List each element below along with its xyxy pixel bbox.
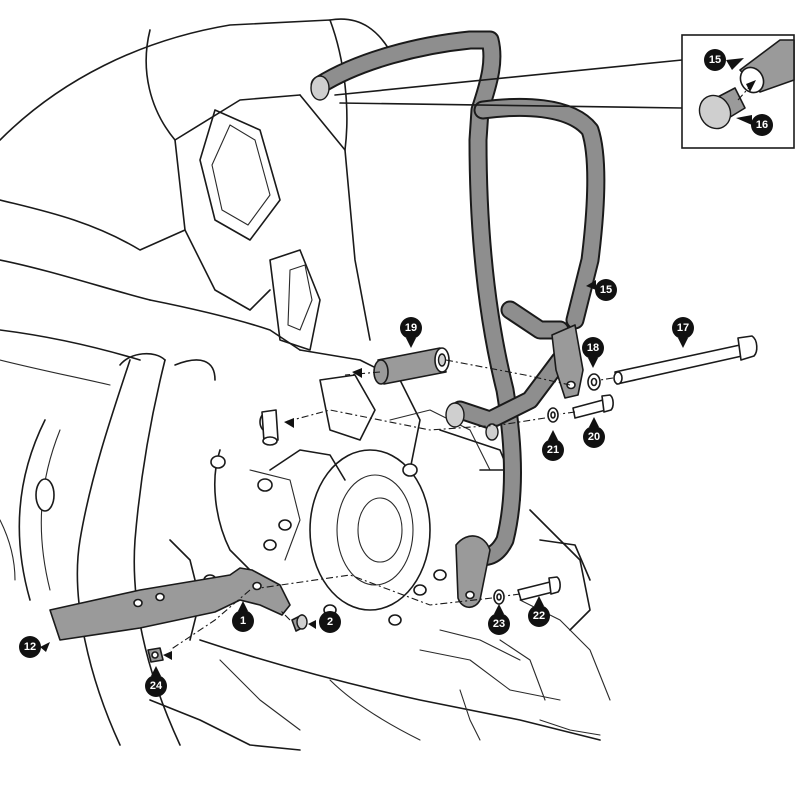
svg-text:1: 1 bbox=[240, 615, 246, 627]
svg-text:16: 16 bbox=[756, 119, 768, 131]
washer-part-21 bbox=[547, 407, 559, 423]
bolt-part-22 bbox=[517, 576, 561, 601]
callout-17: 17 bbox=[672, 317, 694, 348]
callout-19: 19 bbox=[400, 317, 422, 348]
callout-16-inset: 16 bbox=[736, 114, 773, 136]
svg-text:2: 2 bbox=[327, 616, 333, 628]
svg-text:20: 20 bbox=[588, 431, 600, 443]
bolt-part-2 bbox=[291, 614, 308, 632]
callout-15-inset: 15 bbox=[704, 49, 744, 71]
callout-24: 24 bbox=[145, 666, 167, 697]
spacer-part-19 bbox=[373, 347, 450, 385]
svg-text:12: 12 bbox=[24, 641, 36, 653]
svg-text:18: 18 bbox=[587, 342, 599, 354]
bolt-part-20 bbox=[572, 394, 614, 419]
lower-bracket-part-1 bbox=[49, 567, 291, 641]
callout-15-main: 15 bbox=[586, 279, 617, 301]
callout-1: 1 bbox=[232, 601, 254, 632]
callout-23: 23 bbox=[488, 604, 510, 635]
frame-bushing bbox=[259, 409, 279, 446]
svg-text:17: 17 bbox=[677, 322, 689, 334]
callout-22: 22 bbox=[528, 596, 550, 627]
svg-text:19: 19 bbox=[405, 322, 417, 334]
callout-21: 21 bbox=[542, 430, 564, 461]
nut-part-24 bbox=[147, 647, 164, 663]
callout-18: 18 bbox=[582, 337, 604, 368]
long-bolt-part-17 bbox=[613, 335, 758, 385]
callout-2: 2 bbox=[319, 611, 341, 633]
assembly-arrows bbox=[163, 368, 362, 660]
crash-bar bbox=[310, 30, 606, 609]
svg-text:15: 15 bbox=[709, 54, 721, 66]
svg-text:15: 15 bbox=[600, 284, 612, 296]
svg-text:22: 22 bbox=[533, 610, 545, 622]
washer-part-18 bbox=[587, 373, 601, 391]
callout-12: 12 bbox=[19, 636, 50, 658]
callout-20: 20 bbox=[583, 417, 605, 448]
callouts: 15 16 15 19 17 18 bbox=[19, 49, 773, 697]
detail-inset bbox=[334, 34, 795, 149]
svg-text:23: 23 bbox=[493, 618, 505, 630]
svg-text:24: 24 bbox=[150, 680, 163, 692]
washer-part-23 bbox=[493, 589, 505, 605]
assembly-guide-lines bbox=[169, 359, 614, 651]
motorcycle-outline bbox=[0, 18, 611, 751]
svg-text:21: 21 bbox=[547, 444, 559, 456]
